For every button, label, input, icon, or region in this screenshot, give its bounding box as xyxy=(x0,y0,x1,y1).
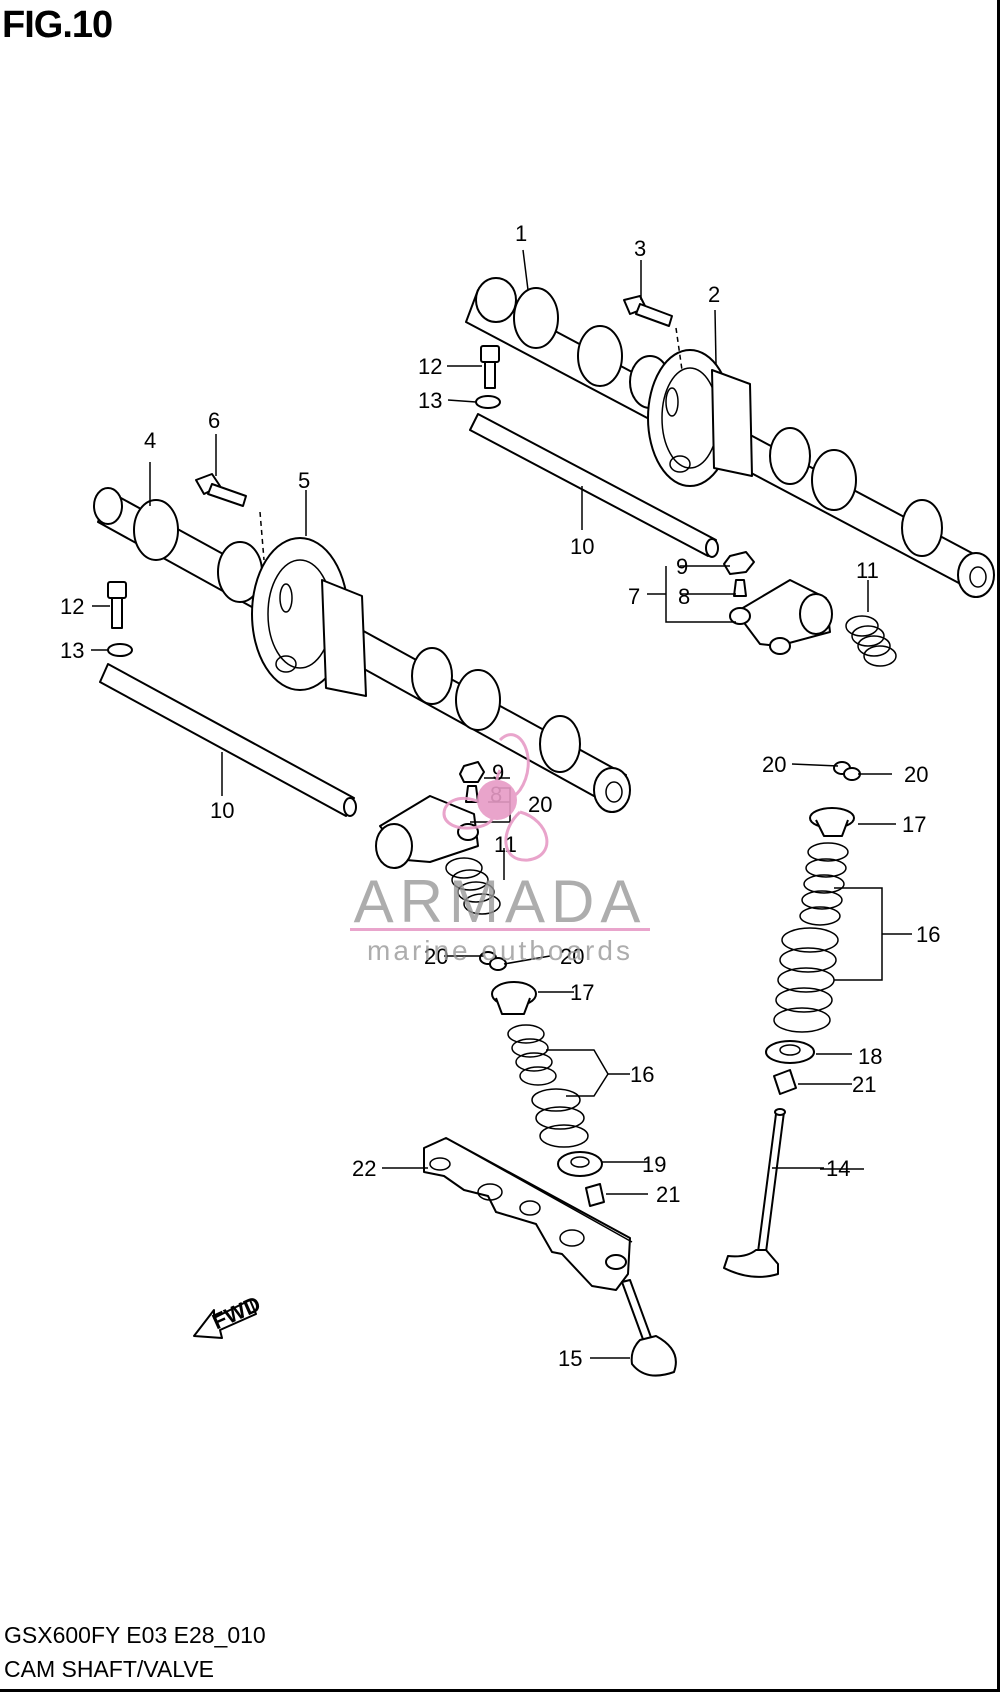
watermark-logo xyxy=(442,733,549,862)
callout-20-left-b: 20 xyxy=(560,944,584,969)
spring-11-lower xyxy=(445,857,501,915)
callout-18: 18 xyxy=(858,1044,882,1069)
callout-5: 5 xyxy=(298,468,310,493)
valve-14 xyxy=(723,1108,786,1278)
adjuster-8-upper xyxy=(733,579,747,597)
callout-19: 19 xyxy=(642,1152,666,1177)
nut-9-upper xyxy=(723,551,755,575)
fwd-arrow: FWD xyxy=(193,1291,264,1339)
callout-3: 3 xyxy=(634,236,646,261)
bolt-3 xyxy=(623,295,683,371)
valve-springs-16-right xyxy=(773,842,849,1033)
callout-17-right: 17 xyxy=(902,812,926,837)
callout-9-upper: 9 xyxy=(676,554,688,579)
callout-1: 1 xyxy=(515,221,527,246)
frame-right-border xyxy=(997,0,1000,1692)
callout-12-lower: 12 xyxy=(60,594,84,619)
spring-seat-19 xyxy=(557,1151,603,1177)
callout-20-left-a: 20 xyxy=(424,944,448,969)
valve-cotters-right xyxy=(833,761,861,781)
oil-seal-21-left xyxy=(585,1183,605,1207)
watermark-brand: ARMADA xyxy=(354,868,647,935)
callout-21-left: 21 xyxy=(656,1182,680,1207)
callout-20-mid: 20 xyxy=(528,792,552,817)
callout-16-left: 16 xyxy=(630,1062,654,1087)
callout-20-right-a: 20 xyxy=(762,752,786,777)
callout-12-upper: 12 xyxy=(418,354,442,379)
callout-6: 6 xyxy=(208,408,220,433)
callout-13-upper: 13 xyxy=(418,388,442,413)
callout-15: 15 xyxy=(558,1346,582,1371)
cam-sprocket-upper xyxy=(647,349,753,487)
cam-sprocket-lower xyxy=(251,537,367,697)
rocker-arm-lower xyxy=(375,795,479,869)
caption-name: CAM SHAFT/VALVE xyxy=(4,1656,215,1682)
spring-retainer-17-right xyxy=(809,807,855,837)
callout-17-left: 17 xyxy=(570,980,594,1005)
callout-22: 22 xyxy=(352,1156,376,1181)
callout-21-right: 21 xyxy=(852,1072,876,1097)
rocker-arm-upper xyxy=(729,579,833,655)
callout-labels: 1 2 3 4 5 6 7 8 8 9 9 10 10 11 11 12 12 … xyxy=(60,221,940,1371)
bolt-6 xyxy=(195,473,265,561)
fwd-label: FWD xyxy=(208,1291,264,1334)
bolt-12-lower xyxy=(107,581,127,629)
callout-8-upper: 8 xyxy=(678,584,690,609)
rocker-shaft-upper xyxy=(469,413,719,558)
callout-10-upper: 10 xyxy=(570,534,594,559)
callout-4: 4 xyxy=(144,428,156,453)
watermark-tagline: marine outboards xyxy=(367,935,633,966)
callout-10-lower: 10 xyxy=(210,798,234,823)
spring-seat-18 xyxy=(765,1040,815,1064)
washer-13-upper xyxy=(475,395,501,409)
frame-bottom-border xyxy=(0,1689,1000,1692)
nut-9-lower xyxy=(459,761,485,783)
spring-retainer-17-left xyxy=(491,981,537,1015)
valve-cotters-left xyxy=(479,951,507,971)
caption-model: GSX600FY E03 E28_010 xyxy=(4,1622,266,1648)
oil-seal-21-right xyxy=(773,1069,797,1095)
spring-11-upper xyxy=(845,615,897,667)
callout-13-lower: 13 xyxy=(60,638,84,663)
bolt-12-upper xyxy=(480,345,500,389)
callout-11-upper: 11 xyxy=(856,558,879,583)
callout-14: 14 xyxy=(826,1156,850,1181)
watermark: ARMADA marine outboards xyxy=(350,733,650,966)
valve-guide-plate-22 xyxy=(423,1137,633,1291)
figure-title: FIG.10 xyxy=(2,4,113,46)
callout-20-right-b: 20 xyxy=(904,762,928,787)
washer-13-lower xyxy=(107,643,133,657)
callout-16-right: 16 xyxy=(916,922,940,947)
rocker-shaft-lower xyxy=(99,663,357,817)
valve-15 xyxy=(621,1279,677,1377)
callout-7: 7 xyxy=(628,584,640,609)
figure-caption: GSX600FY E03 E28_010 CAM SHAFT/VALVE xyxy=(4,1618,266,1686)
valve-springs-16-left xyxy=(507,1024,589,1148)
watermark-underline xyxy=(350,928,650,931)
callout-2: 2 xyxy=(708,282,720,307)
